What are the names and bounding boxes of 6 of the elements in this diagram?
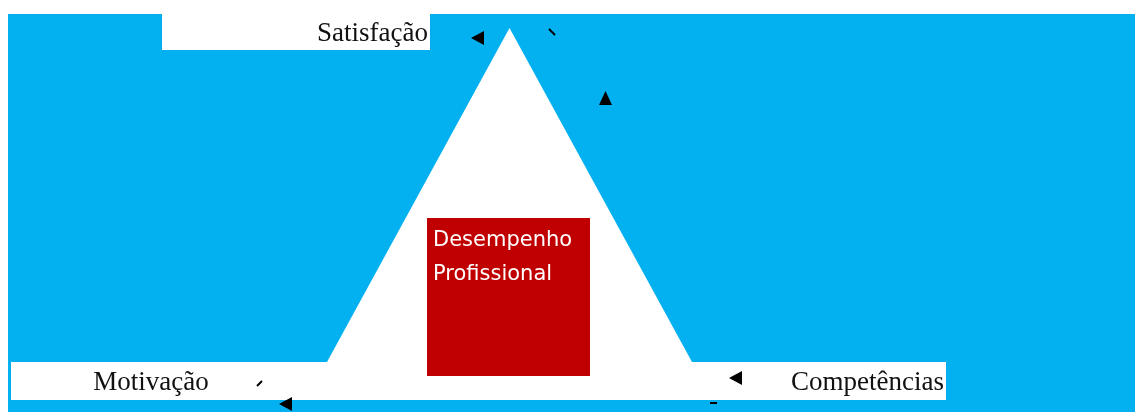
text-box: Desempenho Profissional (427, 218, 590, 376)
label-box (690, 362, 946, 400)
label-box (162, 14, 430, 50)
vertex-label: Satisfação (317, 16, 428, 48)
vertex-label: Competências (791, 365, 944, 397)
vertex-label: Motivação (93, 365, 209, 397)
